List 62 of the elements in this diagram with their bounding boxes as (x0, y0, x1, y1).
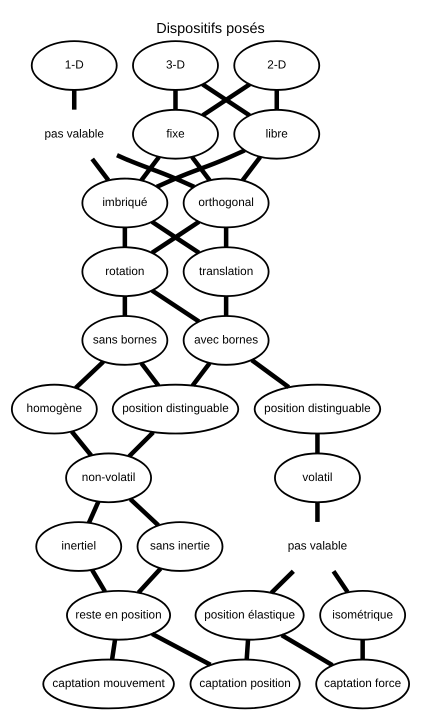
connector (122, 228, 128, 248)
node-ellipse: 1-D (30, 40, 118, 91)
connector (332, 570, 350, 594)
connector (250, 358, 290, 389)
connector (128, 498, 160, 527)
connector (156, 148, 246, 189)
node-ellipse: orthogonal (182, 178, 270, 228)
node-ellipse: captation position (190, 658, 301, 710)
connector (244, 640, 250, 660)
connector (280, 633, 334, 668)
connector (274, 90, 280, 110)
node-ellipse: inertiel (35, 521, 122, 572)
node-ellipse: captation force (315, 658, 410, 710)
connector (140, 156, 161, 182)
connector (86, 500, 100, 524)
node-ellipse: sans inertie (136, 521, 224, 572)
connector (315, 434, 320, 454)
connector (224, 228, 228, 248)
connector (224, 296, 228, 316)
node-ellipse: isométrique (319, 590, 406, 641)
node-text: pas valable (288, 540, 348, 553)
connector (116, 153, 196, 189)
node-ellipse: translation (182, 246, 270, 297)
connector (270, 570, 295, 594)
connector (360, 640, 365, 660)
connector (136, 567, 162, 594)
node-ellipse: 2-D (233, 40, 320, 91)
connector (90, 158, 110, 182)
node-ellipse: fixe (132, 108, 219, 160)
diagram-title: Dispositifs posés (156, 20, 265, 37)
connector (122, 296, 128, 316)
connector (201, 82, 251, 118)
connector (173, 90, 178, 110)
node-ellipse: captation mouvement (42, 658, 175, 710)
node-ellipse: 3-D (132, 40, 219, 91)
connector (150, 288, 200, 324)
connector (240, 156, 262, 182)
connector (70, 430, 93, 457)
connector (110, 640, 118, 660)
connector (315, 502, 320, 522)
node-ellipse: reste en position (66, 590, 172, 641)
connector (190, 156, 212, 182)
connector (150, 220, 200, 255)
connector (90, 568, 107, 593)
node-text: pas valable (44, 127, 104, 140)
node-ellipse: avec bornes (182, 315, 270, 366)
node-ellipse: imbriqué (81, 178, 168, 228)
node-ellipse: position élastique (194, 590, 305, 641)
node-ellipse: homogène (10, 384, 98, 434)
node-ellipse: non-volatil (65, 452, 152, 504)
connector (151, 632, 212, 667)
node-ellipse: rotation (81, 246, 168, 297)
connector (74, 360, 105, 390)
connector (72, 90, 76, 110)
connector (128, 430, 155, 458)
node-ellipse: sans bornes (81, 315, 168, 366)
node-ellipse: position distinguable (112, 384, 240, 434)
node-ellipse: volatil (274, 452, 361, 504)
node-ellipse: libre (233, 108, 320, 160)
connector (140, 362, 160, 387)
connector (190, 362, 212, 387)
node-ellipse: position distinguable (254, 384, 382, 434)
